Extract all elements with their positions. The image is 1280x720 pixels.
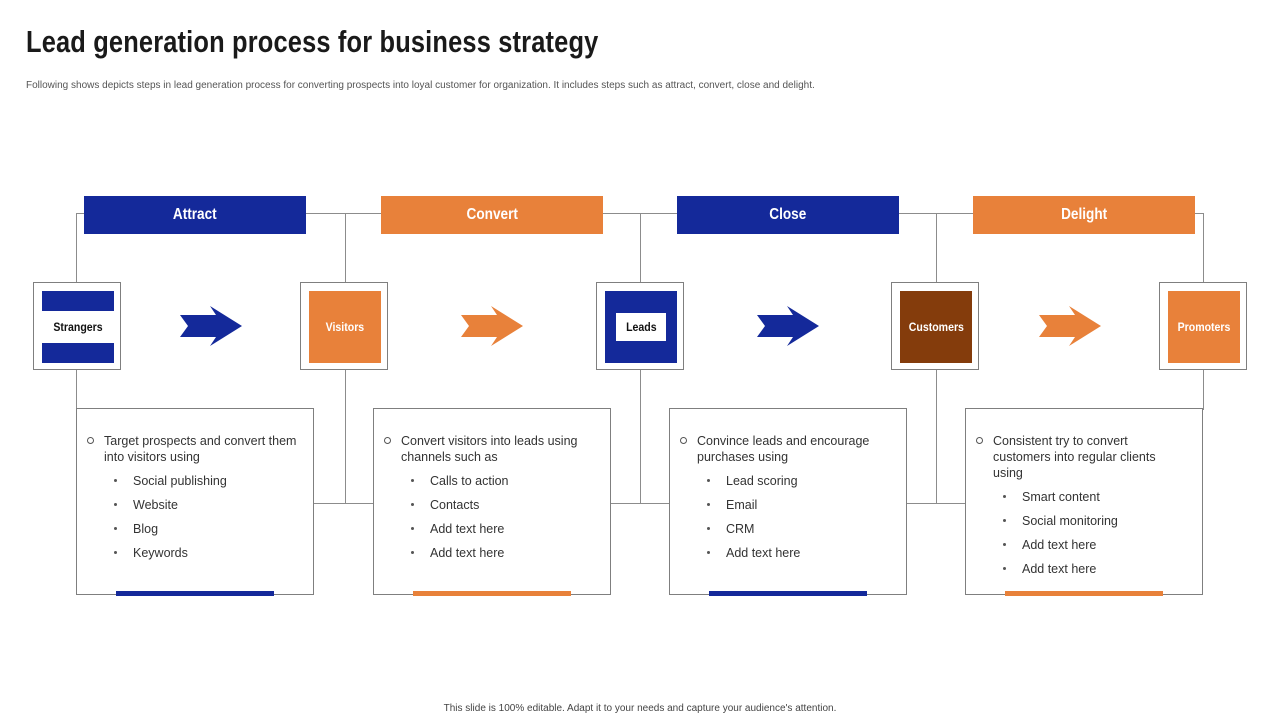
connector-line (76, 213, 77, 283)
bullet-icon (114, 551, 117, 554)
list-item: CRM (707, 521, 892, 537)
card-convert: Convert visitors into leads using channe… (373, 408, 611, 596)
step-header-delight: Delight (973, 196, 1195, 234)
connector-line (611, 503, 670, 504)
list-item: Add text here (411, 521, 596, 537)
node-leads: Leads (596, 282, 684, 370)
node-label-customers: Customers (908, 320, 964, 334)
card-main-text: Consistent try to convert customers into… (993, 434, 1156, 480)
step-header-close: Close (677, 196, 899, 234)
bullet-icon (707, 527, 710, 530)
list-item: Social publishing (114, 473, 299, 489)
bullet-icon (411, 503, 414, 506)
step-header-label: Delight (1060, 206, 1108, 223)
node-visitors: Visitors (300, 282, 388, 370)
arrow-right-icon (180, 306, 242, 346)
connector-line (345, 370, 346, 504)
bullet-icon (707, 479, 710, 482)
card-main-text: Target prospects and convert them into v… (104, 434, 297, 464)
bullet-icon (1003, 519, 1006, 522)
connector-line (640, 370, 641, 504)
node-promoters: Promoters (1159, 282, 1247, 370)
node-label-leads: Leads (625, 320, 657, 334)
step-header-label: Close (769, 206, 807, 223)
connector-line (1203, 370, 1204, 410)
bullet-icon (411, 527, 414, 530)
connector-line (936, 370, 937, 504)
arrow-right-icon (461, 306, 523, 346)
list-item: Social monitoring (1003, 513, 1188, 529)
hollow-bullet-icon (87, 437, 94, 444)
arrow-right-icon (757, 306, 819, 346)
connector-line (76, 370, 77, 410)
node-strangers: Strangers (33, 282, 121, 370)
list-item: Keywords (114, 545, 299, 561)
list-item: Lead scoring (707, 473, 892, 489)
bullet-icon (707, 551, 710, 554)
connector-line (907, 503, 966, 504)
node-strip (42, 343, 114, 363)
step-header-convert: Convert (381, 196, 603, 234)
list-item: Add text here (707, 545, 892, 561)
bullet-icon (707, 503, 710, 506)
card-accent-bar (1005, 591, 1163, 596)
hollow-bullet-icon (976, 437, 983, 444)
list-item: Calls to action (411, 473, 596, 489)
connector-line (1203, 213, 1204, 283)
node-customers: Customers (891, 282, 979, 370)
connector-line (314, 503, 374, 504)
node-strip (42, 291, 114, 311)
list-item: Add text here (1003, 561, 1188, 577)
step-header-label: Convert (466, 206, 518, 223)
card-close: Convince leads and encourage purchases u… (669, 408, 907, 596)
list-item: Email (707, 497, 892, 513)
node-label-promoters: Promoters (1177, 320, 1231, 334)
bullet-icon (1003, 567, 1006, 570)
card-accent-bar (709, 591, 867, 596)
list-item: Add text here (411, 545, 596, 561)
connector-line (640, 213, 641, 283)
bullet-icon (1003, 495, 1006, 498)
card-accent-bar (413, 591, 571, 596)
card-attract: Target prospects and convert them into v… (76, 408, 314, 596)
hollow-bullet-icon (384, 437, 391, 444)
hollow-bullet-icon (680, 437, 687, 444)
footer-note: This slide is 100% editable. Adapt it to… (443, 703, 837, 714)
list-item: Smart content (1003, 489, 1188, 505)
bullet-icon (411, 551, 414, 554)
arrow-right-icon (1039, 306, 1101, 346)
node-label-strangers: Strangers (53, 320, 103, 334)
page-subtitle: Following shows depicts steps in lead ge… (26, 80, 815, 91)
bullet-icon (411, 479, 414, 482)
connector-line (345, 213, 346, 283)
page-title: Lead generation process for business str… (26, 24, 599, 59)
bullet-icon (1003, 543, 1006, 546)
bullet-icon (114, 527, 117, 530)
card-delight: Consistent try to convert customers into… (965, 408, 1203, 596)
connector-line (936, 213, 937, 283)
bullet-icon (114, 479, 117, 482)
step-header-label: Attract (173, 206, 217, 223)
card-main-text: Convert visitors into leads using channe… (401, 434, 578, 464)
card-accent-bar (116, 591, 274, 596)
node-label-visitors: Visitors (325, 320, 365, 334)
step-header-attract: Attract (84, 196, 306, 234)
list-item: Contacts (411, 497, 596, 513)
list-item: Add text here (1003, 537, 1188, 553)
bullet-icon (114, 503, 117, 506)
list-item: Blog (114, 521, 299, 537)
list-item: Website (114, 497, 299, 513)
card-main-text: Convince leads and encourage purchases u… (697, 434, 870, 464)
